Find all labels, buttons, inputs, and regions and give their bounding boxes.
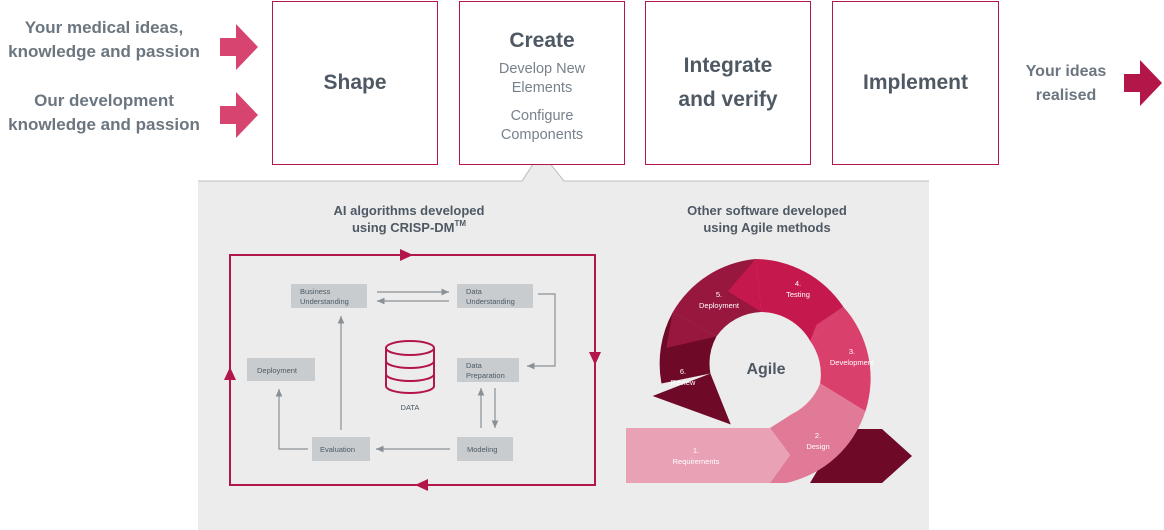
input-medical-ideas-line1: Your medical ideas, [24, 18, 184, 37]
box-data-understanding: Data Understanding [457, 284, 533, 308]
agile-segment-testing-tip [727, 259, 762, 312]
output-line1: Your ideas [1025, 63, 1107, 80]
output-line2: realised [1035, 87, 1097, 104]
stage-create: Create Develop New Elements Configure Co… [459, 1, 625, 165]
stage-shape-title: Shape [323, 71, 387, 94]
crisp-heading-line2: using CRISP-DMTM [352, 219, 466, 235]
input-medical-ideas: Your medical ideas, knowledge and passio… [0, 16, 208, 64]
input-arrow-2-icon [220, 92, 258, 138]
crisp-heading-method: using CRISP-DM [352, 220, 455, 235]
output-arrow-icon [1124, 60, 1162, 106]
stage-create-detail-3: Configure [510, 108, 574, 124]
agile-segment-design [770, 383, 866, 483]
stage-integrate: Integrate and verify [645, 1, 811, 165]
database-icon [385, 340, 435, 394]
agile-step-5-name: Deployment [699, 301, 740, 310]
input-development-line2: knowledge and passion [8, 115, 200, 134]
input-development-knowledge: Our development knowledge and passion [0, 89, 208, 137]
cycle-arrow-bottom-icon [415, 479, 428, 491]
agile-step-1-num: 1. [693, 446, 699, 455]
box-data-prep-line2: Preparation [466, 371, 505, 380]
arrow-evaluation-to-deployment [275, 389, 308, 450]
agile-step-4-num: 4. [795, 279, 801, 288]
box-modeling: Modeling [457, 437, 513, 461]
cycle-arrow-top-icon [400, 249, 413, 261]
agile-step-3-name: Development [830, 358, 875, 367]
box-modeling-label: Modeling [467, 445, 497, 454]
box-data-preparation: Data Preparation [457, 358, 519, 382]
box-data-und-line2: Understanding [466, 297, 515, 306]
agile-segment-development [810, 306, 871, 412]
stage-shape: Shape [272, 1, 438, 165]
agile-cycle [626, 259, 912, 483]
agile-step-4-name: Testing [786, 290, 810, 299]
stage-create-detail-4: Components [500, 127, 584, 143]
input-development-line1: Our development [34, 91, 174, 110]
crisp-heading-sup: TM [455, 219, 467, 228]
box-data-prep-line1: Data [466, 361, 483, 370]
cycle-arrow-left-icon [224, 367, 236, 380]
agile-step-2-num: 2. [815, 431, 821, 440]
input-medical-ideas-line2: knowledge and passion [8, 42, 200, 61]
agile-step-6-name: Review [671, 378, 696, 387]
agile-heading-line2: using Agile methods [703, 220, 830, 235]
agile-step-3-num: 3. [849, 347, 855, 356]
database-label: DATA [401, 403, 420, 412]
crisp-flow-arrows [275, 288, 556, 453]
stage-implement-title: Implement [862, 71, 969, 94]
output-ideas-realised: Your ideas realised [1010, 60, 1122, 108]
agile-step-1-name: Requirements [673, 457, 720, 466]
agile-segment-deployment-tip [666, 312, 717, 348]
stage-create-detail-2: Elements [511, 80, 573, 96]
agile-segment-requirements [626, 428, 790, 483]
agile-segment-testing [755, 259, 844, 341]
box-evaluation: Evaluation [312, 437, 370, 461]
box-deployment: Deployment [247, 358, 315, 381]
agile-segment-review-tip [652, 373, 731, 425]
agile-center-label: Agile [746, 361, 785, 378]
box-data-und-line1: Data [466, 287, 483, 296]
input-arrow-1-icon [220, 24, 258, 70]
agile-heading-line1: Other software developed [687, 203, 847, 218]
stage-integrate-title-1: Integrate [683, 54, 773, 77]
box-deployment-label: Deployment [257, 366, 298, 375]
arrow-data-und-to-prep [527, 293, 556, 370]
box-business-line1: Business [300, 287, 331, 296]
stage-create-detail-1: Develop New [498, 61, 586, 77]
agile-step-6-num: 6. [680, 367, 686, 376]
stage-implement: Implement [832, 1, 999, 165]
agile-segment-development-tip [810, 306, 844, 341]
box-business-line2: Understanding [300, 297, 349, 306]
agile-step-5-num: 5. [716, 290, 722, 299]
stage-integrate-title-2: and verify [678, 88, 778, 111]
stage-create-title: Create [509, 29, 575, 52]
crisp-heading-line1: AI algorithms developed [334, 203, 485, 218]
box-business-understanding: Business Understanding [291, 284, 367, 308]
cycle-arrow-right-icon [589, 352, 601, 365]
box-evaluation-label: Evaluation [320, 445, 355, 454]
agile-step-2-name: Design [806, 442, 829, 451]
